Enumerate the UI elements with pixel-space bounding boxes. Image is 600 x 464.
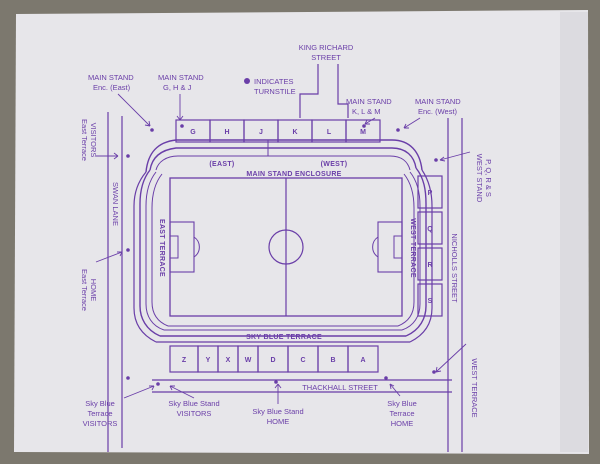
west-stand-pqrs-l1: WEST STAND bbox=[475, 154, 484, 203]
callout-arrows bbox=[95, 93, 471, 404]
block-a-label: A bbox=[360, 357, 365, 364]
sky-blue-terrace-visitors-l1: Sky Blue bbox=[85, 399, 115, 408]
main-stand-east-l2: Enc. (East) bbox=[93, 83, 131, 92]
main-stand-klm-l1: MAIN STAND bbox=[346, 97, 392, 106]
main-stand-ghj-l2: G, H & J bbox=[163, 83, 192, 92]
sky-blue-stand-visitors-l1: Sky Blue Stand bbox=[168, 399, 219, 408]
west-terrace-callout: WEST TERRACE bbox=[470, 358, 479, 417]
east-enclosure-label: (EAST) bbox=[209, 161, 234, 168]
sky-blue-stand-home-l1: Sky Blue Stand bbox=[252, 407, 303, 416]
main-stand-east-l1: MAIN STAND bbox=[88, 73, 134, 82]
sky-blue-terrace-visitors-l2: Terrace bbox=[87, 409, 112, 418]
block-m-box bbox=[345, 119, 381, 143]
block-k-label: K bbox=[292, 129, 297, 136]
block-y-label: Y bbox=[206, 357, 211, 364]
east-blocks: P Q R S bbox=[417, 175, 443, 317]
block-j-label: J bbox=[259, 129, 263, 136]
swan-lane-label: SWAN LANE bbox=[111, 182, 120, 226]
sky-blue-stand-home-l2: HOME bbox=[267, 417, 290, 426]
main-stand-ghj-l1: MAIN STAND bbox=[158, 73, 204, 82]
block-b-label: B bbox=[330, 357, 335, 364]
turnstile-dots bbox=[126, 124, 438, 386]
east-terrace-visitors-l1: East Terrace bbox=[80, 119, 89, 161]
block-h-label: H bbox=[224, 129, 229, 136]
block-s-box bbox=[417, 283, 443, 317]
sky-blue-terrace-visitors-l3: VISITORS bbox=[83, 419, 118, 428]
block-q-label: Q bbox=[427, 226, 433, 233]
block-c-label: C bbox=[300, 357, 305, 364]
block-r-label: R bbox=[427, 262, 432, 269]
block-s-label: S bbox=[428, 298, 433, 305]
east-terrace-visitors-l2: VISITORS bbox=[89, 123, 98, 158]
main-stand-enclosure bbox=[145, 139, 423, 173]
king-richard-street-line2: STREET bbox=[311, 53, 341, 62]
east-terrace-home-l1: East Terrace bbox=[80, 269, 89, 311]
block-d-label: D bbox=[270, 357, 275, 364]
thackhall-street-label: THACKHALL STREET bbox=[302, 383, 378, 392]
ticket-stripe bbox=[560, 12, 588, 452]
block-x-label: X bbox=[226, 357, 231, 364]
turnstile-legend-dot bbox=[244, 78, 250, 84]
nicholls-street-label: NICHOLLS STREET bbox=[450, 233, 459, 303]
main-stand-enclosure-label: MAIN STAND ENCLOSURE bbox=[246, 171, 341, 178]
block-g-label: G bbox=[190, 129, 196, 136]
west-stand-pqrs-l2: P, Q, R & S bbox=[484, 159, 493, 197]
block-m-label: M bbox=[360, 129, 366, 136]
block-p-box bbox=[417, 175, 443, 209]
block-w-label: W bbox=[245, 357, 252, 364]
block-q-box bbox=[417, 211, 443, 245]
west-terrace-rows bbox=[397, 167, 433, 343]
sky-blue-terrace-home-l3: HOME bbox=[391, 419, 414, 428]
sky-blue-terrace-rows bbox=[156, 325, 410, 343]
sky-blue-terrace-home-l1: Sky Blue bbox=[387, 399, 417, 408]
sky-blue-terrace-home-l2: Terrace bbox=[389, 409, 414, 418]
sky-blue-terrace-label: SKY BLUE TERRACE bbox=[246, 334, 322, 341]
west-terrace-label: WEST TERRACE bbox=[409, 218, 416, 278]
pitch bbox=[169, 177, 403, 317]
east-terrace-rows bbox=[133, 169, 169, 343]
west-enclosure-label: (WEST) bbox=[321, 161, 348, 168]
main-stand-west-l1: MAIN STAND bbox=[415, 97, 461, 106]
east-terrace-home-l2: HOME bbox=[89, 279, 98, 302]
block-r-box bbox=[417, 247, 443, 281]
block-l-label: L bbox=[327, 129, 332, 136]
legend-line2: TURNSTILE bbox=[254, 87, 296, 96]
main-stand-klm-l2: K, L & M bbox=[352, 107, 380, 116]
east-terrace-label: EAST TERRACE bbox=[158, 219, 165, 277]
sky-blue-stand-visitors-l2: VISITORS bbox=[177, 409, 212, 418]
block-a-box bbox=[347, 345, 379, 373]
king-richard-street-line1: KING RICHARD bbox=[299, 43, 354, 52]
block-z-label: Z bbox=[182, 357, 187, 364]
street-lines bbox=[107, 64, 463, 452]
legend-line1: INDICATES bbox=[254, 77, 293, 86]
block-p-label: P bbox=[428, 190, 433, 197]
ticket-paper bbox=[14, 10, 589, 454]
main-stand-west-l2: Enc. (West) bbox=[418, 107, 458, 116]
